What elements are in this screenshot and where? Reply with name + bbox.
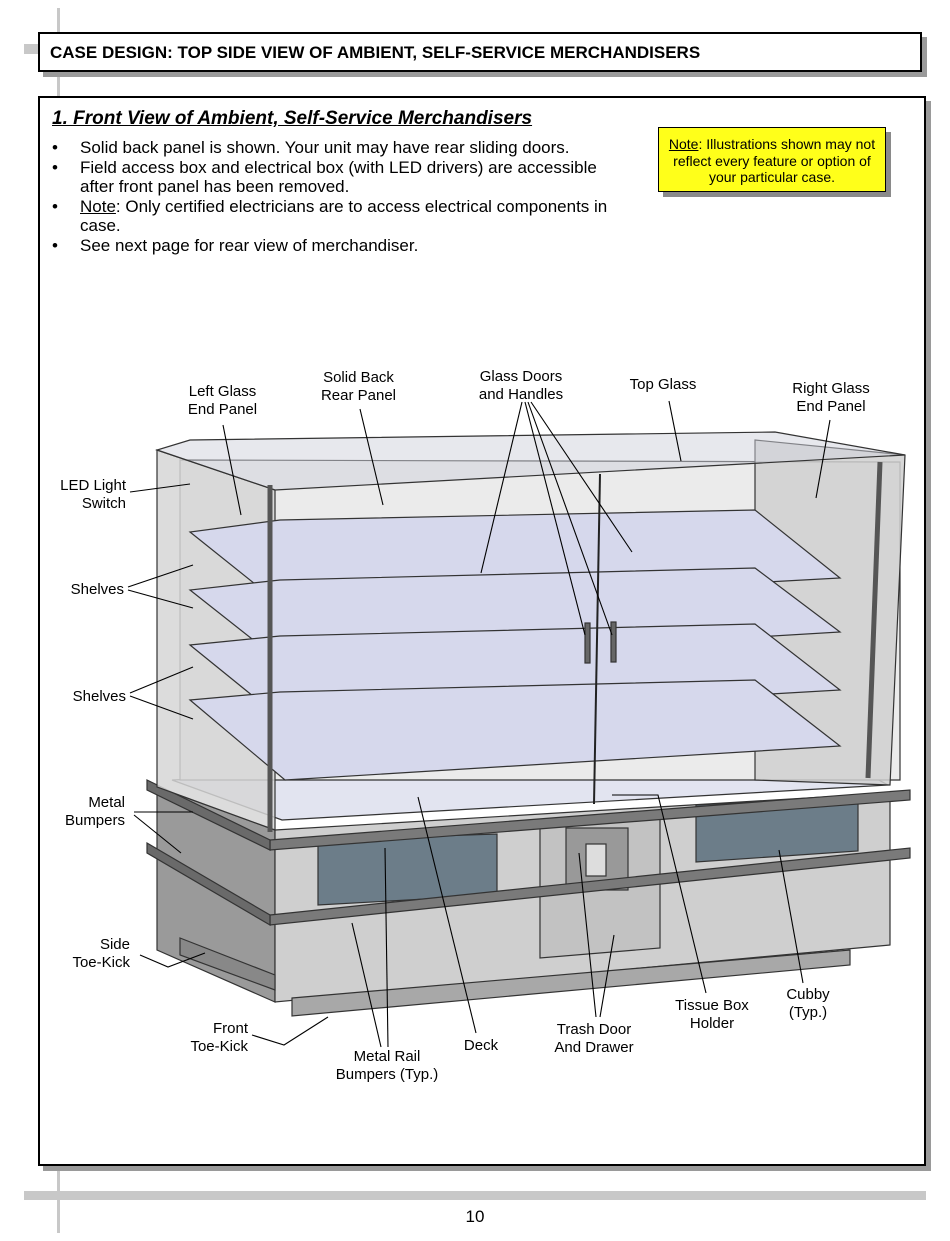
leader-solid-back — [359, 408, 384, 506]
label-shelves-upper: Shelves — [70, 581, 124, 598]
leader-shelves-2a — [129, 666, 194, 694]
bullet-item: • Note: Only certified electricians are t… — [52, 197, 632, 236]
leader-right-glass — [815, 419, 831, 499]
top-glass-frame — [155, 431, 906, 491]
leader-trash-b — [599, 934, 615, 1018]
leader-deck — [417, 796, 477, 1034]
label-shelves-lower: Shelves — [72, 688, 126, 705]
trash-icon-bin — [585, 843, 607, 877]
leader-led-switch — [129, 483, 191, 493]
side-bumper-lower — [146, 841, 271, 927]
leader-shelves-1a — [127, 564, 194, 588]
bullet-text: : Only certified electricians are to acc… — [80, 196, 608, 236]
right-front-post — [865, 461, 883, 779]
bullet-text: Field access box and electrical box (wit… — [80, 157, 597, 197]
label-cubby: Cubby(Typ.) — [786, 986, 830, 1021]
leader-front-toe-kick — [251, 1016, 329, 1046]
bullet-text: See next page for rear view of merchandi… — [80, 235, 419, 255]
leader-cubby — [778, 849, 804, 984]
note-callout: Note: Illustrations shown may not reflec… — [658, 127, 886, 192]
section-title: 1. Front View of Ambient, Self-Service M… — [52, 108, 533, 129]
side-bumper-upper — [146, 779, 271, 851]
leader-left-glass — [222, 424, 242, 516]
leader-top-glass — [668, 400, 682, 462]
toe-kick — [291, 949, 851, 1017]
top-rule-stub — [24, 44, 38, 54]
bullet-item: • See next page for rear view of merchand… — [52, 236, 632, 256]
side-toe-kick — [179, 937, 276, 991]
leader-glass-door-4 — [530, 401, 633, 553]
door-handle-right — [610, 621, 617, 663]
leader-shelves-1b — [127, 589, 194, 609]
bullet-text: Solid back panel is shown. Your unit may… — [80, 138, 570, 157]
leader-glass-door-1 — [480, 401, 523, 574]
leader-tissue — [612, 794, 707, 994]
note-word: Note — [668, 136, 699, 152]
bullet-item: • Solid back panel is shown. Your unit ma… — [52, 138, 632, 158]
bullet-dot: • — [52, 157, 58, 177]
leader-rail-a — [351, 922, 382, 1048]
door-handle-left — [584, 622, 591, 664]
note-word: Note — [80, 196, 116, 216]
leader-glass-door-2 — [524, 401, 586, 636]
leader-rail-b — [384, 847, 389, 1048]
leader-trash-a — [578, 852, 597, 1018]
bullet-dot: • — [52, 235, 58, 255]
label-deck: Deck — [463, 1037, 499, 1054]
bullet-dot: • — [52, 196, 58, 216]
leader-shelves-2b — [129, 695, 194, 720]
header-box: CASE DESIGN: TOP SIDE VIEW OF AMBIENT, S… — [38, 32, 922, 72]
note-text: : Illustrations shown may not reflect ev… — [673, 136, 876, 185]
leader-glass-door-3 — [527, 401, 613, 636]
door-seam — [593, 473, 601, 805]
bullet-list: • Solid back panel is shown. Your unit ma… — [52, 138, 632, 255]
leader-bumpers-b — [133, 814, 182, 854]
bottom-rule — [24, 1191, 926, 1200]
label-top-glass: Top Glass — [629, 376, 697, 393]
leader-side-toe-kick — [139, 952, 206, 968]
bullet-dot: • — [52, 138, 58, 157]
page-header-title: CASE DESIGN: TOP SIDE VIEW OF AMBIENT, S… — [50, 43, 701, 62]
page-number: 10 — [465, 1207, 485, 1226]
bullet-item: • Field access box and electrical box (wi… — [52, 158, 632, 197]
